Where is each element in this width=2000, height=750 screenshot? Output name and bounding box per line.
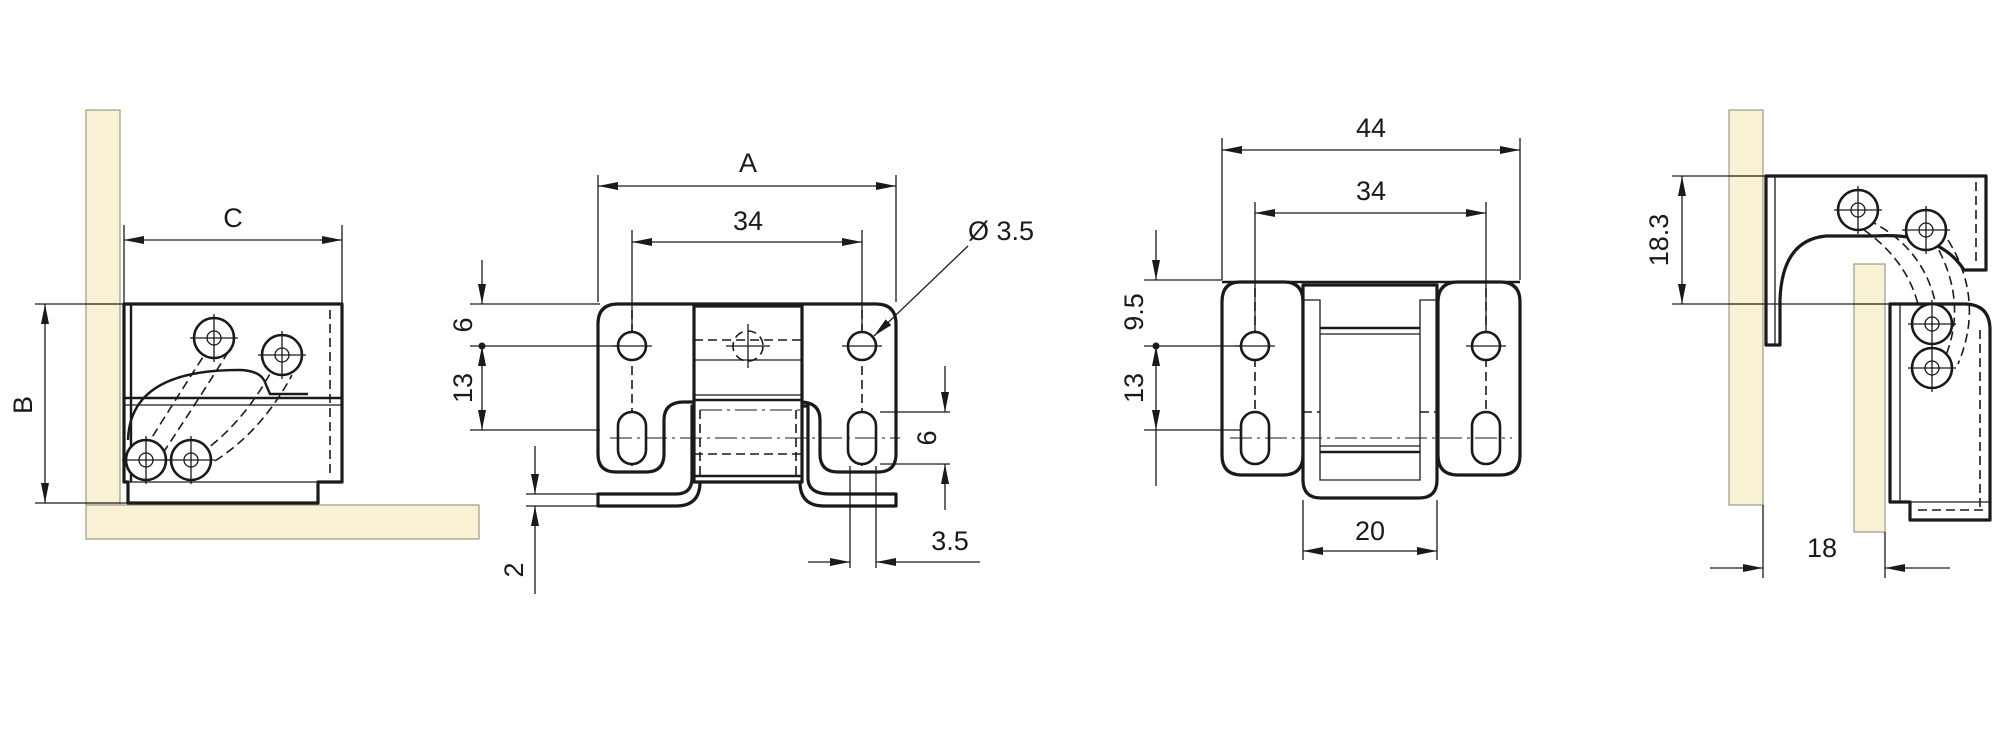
dimension-b-label: B (8, 396, 38, 414)
door-panel (1853, 263, 1886, 533)
dimension-6-label: 6 (448, 317, 478, 332)
view-side-open: 18.3 18 (1644, 109, 1992, 578)
mounting-hole (1466, 330, 1506, 362)
diameter-label: Ø 3.5 (968, 216, 1034, 246)
view-side-installed: C B (8, 109, 480, 540)
dimension-34-label: 34 (733, 206, 763, 236)
pivot-rivet (167, 436, 215, 484)
pivot-rivet (1908, 344, 1956, 392)
mounting-hole (842, 330, 882, 362)
dimension-44-label: 44 (1356, 113, 1386, 143)
pivot-rivet (258, 331, 306, 379)
dimension-18-label: 18 (1807, 533, 1837, 563)
dimension-18-3-label: 18.3 (1644, 214, 1674, 267)
pivot-rivet (122, 436, 170, 484)
pivot-rivet (1834, 186, 1882, 234)
dimension-6b-label: 6 (912, 430, 942, 445)
dimension-a-label: A (739, 148, 757, 178)
dimension-34b-label: 34 (1356, 176, 1386, 206)
dimension-3-5-label: 3.5 (931, 526, 969, 556)
mounting-hole (1235, 330, 1275, 362)
view-front-compact: 44 34 9.5 13 20 (1119, 113, 1522, 560)
cabinet-side-panel (85, 109, 121, 506)
dimension-13-label: 13 (448, 373, 478, 403)
dimension-13b-label: 13 (1119, 373, 1149, 403)
view-front-mounting: A 34 Ø 3.5 6 13 6 2 3.5 (448, 148, 1034, 594)
cabinet-bottom-panel (85, 504, 480, 540)
cabinet-side-panel (1728, 109, 1764, 506)
pivot-rivet (190, 314, 238, 362)
center-pin-hole (726, 324, 770, 368)
pivot-rivet (1902, 206, 1950, 254)
dimension-9-5-label: 9.5 (1119, 293, 1149, 331)
dimension-c-label: C (223, 203, 243, 233)
dimension-2-label: 2 (499, 562, 529, 577)
dimension-20-label: 20 (1355, 516, 1385, 546)
